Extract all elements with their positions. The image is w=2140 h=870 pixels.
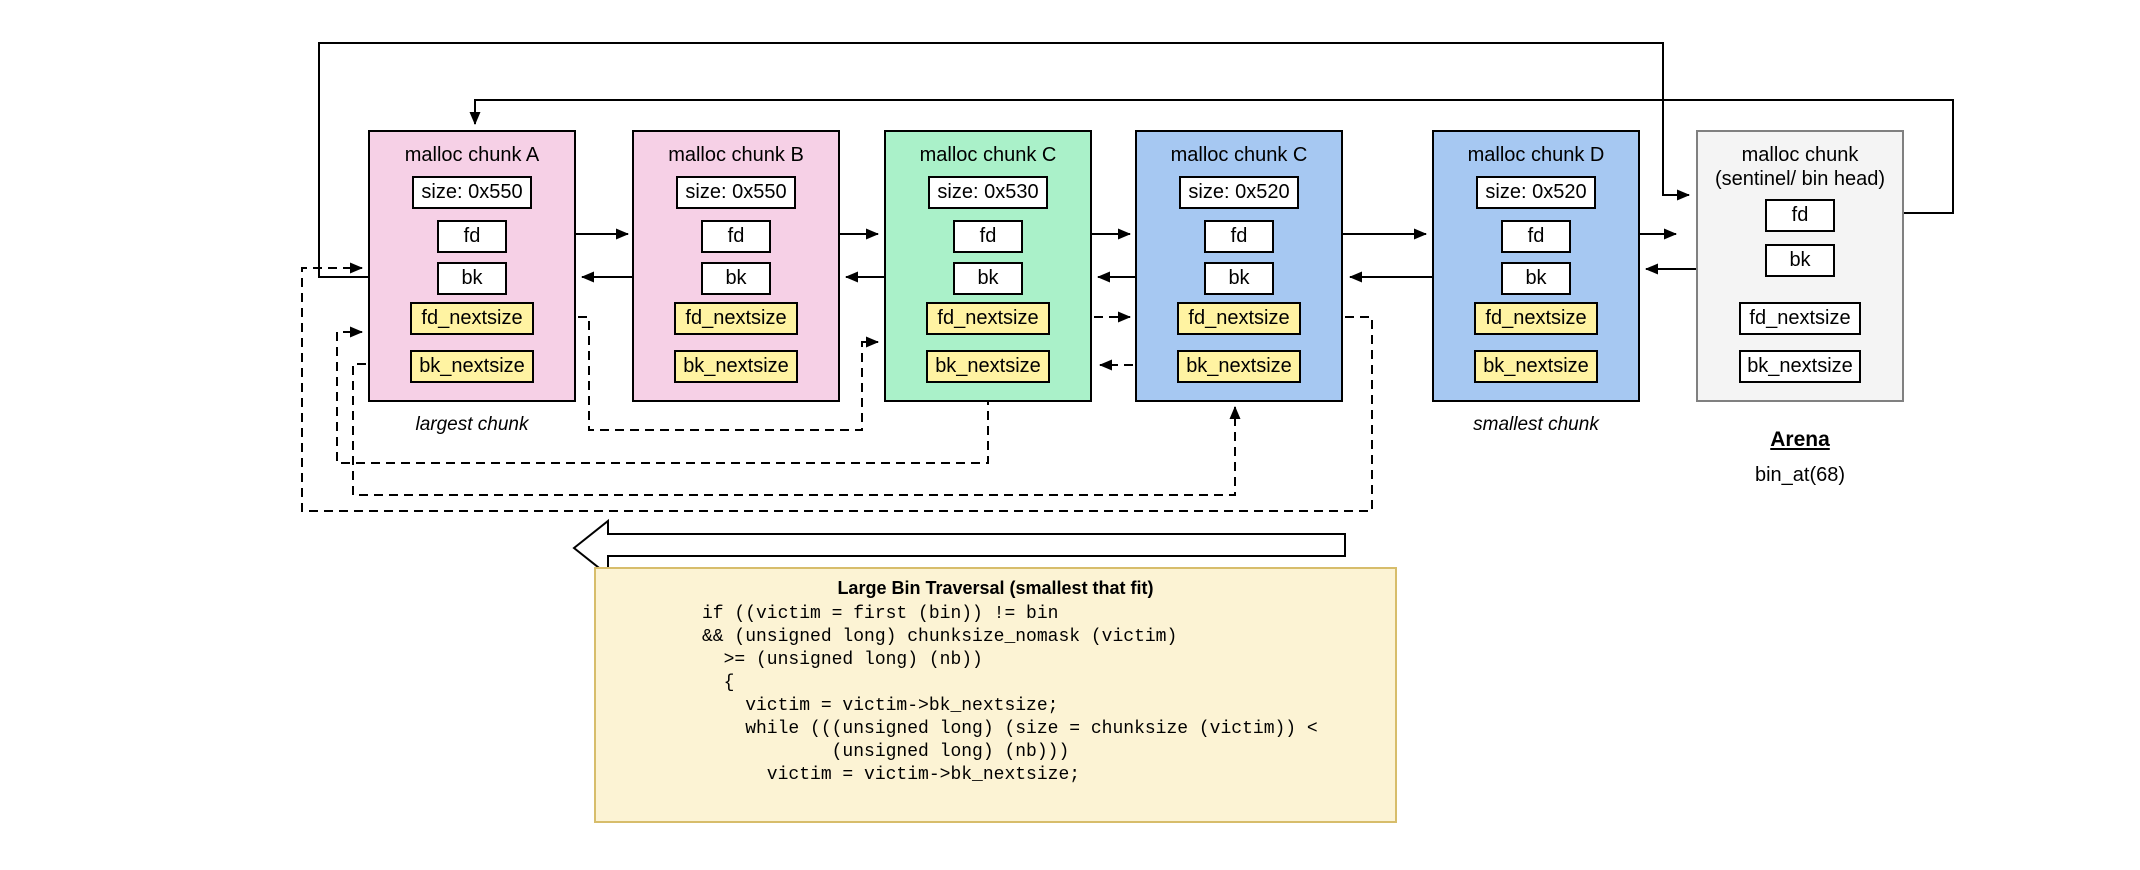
code-panel-code: if ((victim = first (bin)) != bin && (un… xyxy=(702,603,1395,787)
code-panel-title: Large Bin Traversal (smallest that fit) xyxy=(837,578,1154,598)
chunk-a: malloc chunk A size: 0x550 fd bk fd_next… xyxy=(368,130,576,402)
chunk-sentinel-title-line2: (sentinel/ bin head) xyxy=(1714,168,1886,190)
chunk-b-size-box: size: 0x550 xyxy=(676,176,796,209)
chunk-d-size-box: size: 0x520 xyxy=(1476,176,1596,209)
chunk-sentinel-fd-nextsize-box: fd_nextsize xyxy=(1739,302,1861,335)
chunk-sentinel-bk-nextsize-box: bk_nextsize xyxy=(1739,350,1861,383)
chunk-d-bk-box: bk xyxy=(1501,262,1571,295)
chunk-d-fd-box: fd xyxy=(1501,220,1571,253)
code-line: && (unsigned long) chunksize_nomask (vic… xyxy=(702,627,1178,647)
chunk-d-fd-nextsize-box: fd_nextsize xyxy=(1474,302,1598,335)
code-line: >= (unsigned long) (nb)) xyxy=(702,650,983,670)
chunk-c-green-size-box: size: 0x530 xyxy=(928,176,1048,209)
chunk-b-bk-nextsize-box: bk_nextsize xyxy=(674,350,798,383)
caption-largest-chunk: largest chunk xyxy=(415,414,529,435)
chunk-c-blue-bk-nextsize-box: bk_nextsize xyxy=(1177,350,1301,383)
chunk-sentinel-title-line1: malloc chunk xyxy=(1741,144,1859,166)
chunk-a-title: malloc chunk A xyxy=(404,144,540,166)
chunk-a-bk-nextsize-box: bk_nextsize xyxy=(410,350,534,383)
chunk-c-green-fd-nextsize-box: fd_nextsize xyxy=(926,302,1050,335)
chunk-b-title: malloc chunk B xyxy=(668,144,804,166)
chunk-c-green-bk-box: bk xyxy=(953,262,1023,295)
chunk-sentinel-title: malloc chunk (sentinel/ bin head) xyxy=(1698,143,1902,191)
chunk-c-blue-bk-box: bk xyxy=(1204,262,1274,295)
chunk-b: malloc chunk B size: 0x550 fd bk fd_next… xyxy=(632,130,840,402)
chunk-b-fd-nextsize-box: fd_nextsize xyxy=(674,302,798,335)
chunk-c-green-bk-nextsize-box: bk_nextsize xyxy=(926,350,1050,383)
chunk-b-bk-box: bk xyxy=(701,262,771,295)
chunk-sentinel-fd-box: fd xyxy=(1765,199,1835,232)
code-line: { xyxy=(702,673,735,693)
code-line: if ((victim = first (bin)) != bin xyxy=(702,604,1059,624)
chunk-a-fd-box: fd xyxy=(437,220,507,253)
chunk-b-fd-box: fd xyxy=(701,220,771,253)
code-line: (unsigned long) (nb))) xyxy=(702,742,1070,762)
caption-smallest-chunk: smallest chunk xyxy=(1473,414,1599,435)
chunk-d-bk-nextsize-box: bk_nextsize xyxy=(1474,350,1598,383)
chunk-c-green-title: malloc chunk C xyxy=(919,144,1057,166)
chunk-c-blue-fd-box: fd xyxy=(1204,220,1274,253)
chunk-c-blue-title: malloc chunk C xyxy=(1170,144,1308,166)
chunk-a-size-box: size: 0x550 xyxy=(412,176,532,209)
large-bin-traversal-code-panel: Large Bin Traversal (smallest that fit) … xyxy=(594,567,1397,823)
chunk-d-title: malloc chunk D xyxy=(1467,144,1605,166)
caption-arena: Arena xyxy=(1770,428,1830,451)
code-line: victim = victim->bk_nextsize; xyxy=(702,696,1059,716)
chunk-c-blue: malloc chunk C size: 0x520 fd bk fd_next… xyxy=(1135,130,1343,402)
chunk-c-blue-fd-nextsize-box: fd_nextsize xyxy=(1177,302,1301,335)
chunk-a-fd-nextsize-box: fd_nextsize xyxy=(410,302,534,335)
chunk-sentinel: malloc chunk (sentinel/ bin head) fd bk … xyxy=(1696,130,1904,402)
chunk-c-blue-size-box: size: 0x520 xyxy=(1179,176,1299,209)
chunk-sentinel-bk-box: bk xyxy=(1765,244,1835,277)
chunk-a-bk-box: bk xyxy=(437,262,507,295)
chunk-c-green-fd-box: fd xyxy=(953,220,1023,253)
chunk-d: malloc chunk D size: 0x520 fd bk fd_next… xyxy=(1432,130,1640,402)
code-line: while (((unsigned long) (size = chunksiz… xyxy=(702,719,1318,739)
code-line: victim = victim->bk_nextsize; xyxy=(702,765,1081,785)
caption-bin-at: bin_at(68) xyxy=(1754,464,1846,486)
chunk-c-green: malloc chunk C size: 0x530 fd bk fd_next… xyxy=(884,130,1092,402)
